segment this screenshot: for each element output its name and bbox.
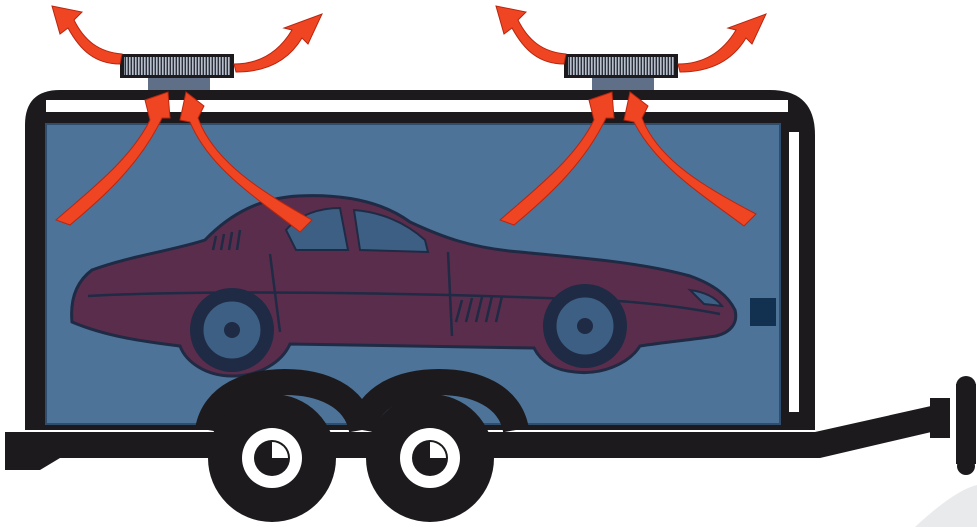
roof-vent-fan-icon	[564, 54, 678, 90]
roof-vent-left	[120, 54, 234, 90]
trailer-door-gap	[789, 132, 799, 412]
airflow-arrow	[496, 6, 566, 64]
airflow-arrow	[678, 14, 766, 72]
roof-vent-right	[564, 54, 678, 90]
corner-shading	[915, 485, 977, 527]
tail-light	[750, 298, 776, 326]
car-rear-wheel	[190, 288, 274, 372]
roof-vent-fan-icon	[120, 54, 234, 90]
airflow-arrow	[234, 14, 322, 72]
airflow-arrow	[52, 6, 122, 64]
car-front-wheel	[543, 284, 627, 368]
trailer-hitch-icon	[930, 376, 976, 475]
